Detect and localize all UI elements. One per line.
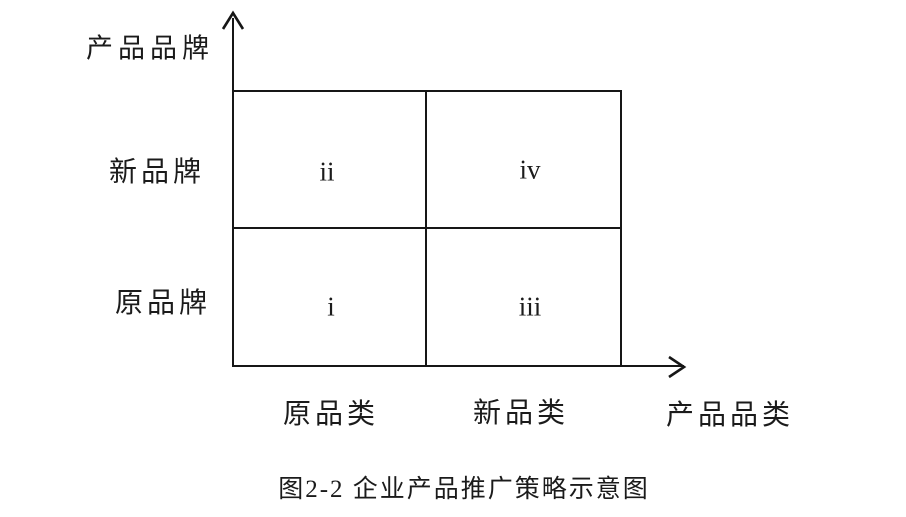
y-axis-arrow-icon xyxy=(221,10,245,30)
col-label-new-category: 新品类 xyxy=(472,398,570,429)
row-label-original-brand: 原品牌 xyxy=(114,288,212,319)
col-label-original-category: 原品类 xyxy=(282,399,380,430)
quadrant-label-iv: iv xyxy=(519,154,541,185)
matrix-divider-horizontal-line xyxy=(232,227,622,229)
quadrant-label-iii: iii xyxy=(518,291,542,322)
x-axis-arrow-icon xyxy=(668,355,687,379)
row-label-new-brand: 新品牌 xyxy=(108,157,206,188)
matrix-box-top-line xyxy=(232,90,622,92)
x-axis-title: 产品品类 xyxy=(665,400,795,431)
x-axis-line xyxy=(232,365,684,367)
quadrant-label-i: i xyxy=(327,291,335,322)
y-axis-line xyxy=(232,18,234,366)
y-axis-title: 产品品牌 xyxy=(86,33,214,64)
quadrant-label-ii: ii xyxy=(319,156,335,187)
figure-caption: 图2-2 企业产品推广策略示意图 xyxy=(278,476,650,503)
